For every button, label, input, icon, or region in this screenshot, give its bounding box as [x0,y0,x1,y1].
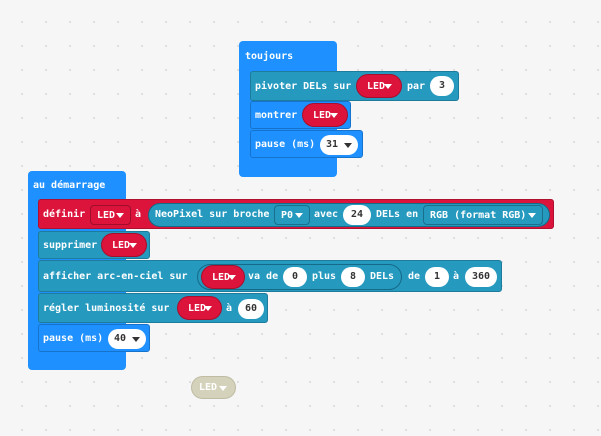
range-length-input[interactable]: 8 [341,267,365,287]
pin-dropdown[interactable]: P0 [274,205,310,225]
chevron-down-icon [295,213,303,218]
brightness-to-label: à [226,303,233,314]
rotate-leds-label: pivoter DELs sur [255,81,352,92]
rotate-led-variable-dropdown[interactable]: LED [356,74,402,98]
brightness-led-variable-dropdown[interactable]: LED [177,296,222,320]
hue-start-input[interactable]: 1 [425,267,449,287]
pin-value: P0 [281,209,294,221]
range-plus-label: plus [312,271,337,282]
show-block[interactable]: montrer LED [250,101,351,129]
pause-label-forever: pause (ms) [255,139,316,150]
rainbow-label: afficher arc-en-ciel sur [43,271,188,282]
chevron-down-icon [344,143,352,148]
range-start-input[interactable]: 0 [283,267,307,287]
on-start-block-title: au démarrage [33,180,106,191]
show-label: montrer [255,110,298,121]
chevron-down-icon [384,84,392,89]
clear-block[interactable]: supprimer LED [38,231,150,259]
set-to-label: à [135,209,142,220]
pause-block-start[interactable]: pause (ms) 40 [38,324,150,352]
chevron-down-icon [219,386,227,391]
chevron-down-icon [116,213,124,218]
set-variable-block[interactable]: définir LED à NeoPixel sur broche P0 ave… [38,199,554,229]
neopixel-pin-label: NeoPixel sur broche [155,209,270,220]
chevron-down-icon [129,243,137,248]
pause-block-forever[interactable]: pause (ms) 31 [250,130,363,158]
range-from-label: va de [248,271,279,282]
rainbow-led-variable-label: LED [212,271,231,283]
chevron-down-icon [528,213,536,218]
stray-led-variable-block[interactable]: LED [191,376,236,399]
pause-duration-dropdown-forever[interactable]: 31 [320,135,358,155]
color-mode-value: RGB (format RGB) [430,209,527,221]
hue-to-label: à [453,271,460,282]
clear-led-variable-dropdown[interactable]: LED [101,233,147,257]
clear-led-variable-label: LED [112,239,131,251]
rotate-led-variable-label: LED [367,80,386,92]
chevron-down-icon [228,275,236,280]
pause-duration-dropdown-start[interactable]: 40 [108,329,146,349]
hue-end-input[interactable]: 360 [465,267,497,287]
rotate-by-label: par [407,81,426,92]
forever-block-title: toujours [245,51,294,62]
chevron-down-icon [204,306,212,311]
pause-duration-value-forever: 31 [326,139,339,150]
color-mode-dropdown[interactable]: RGB (format RGB) [423,205,543,225]
stray-led-variable-label: LED [199,382,218,393]
brightness-value-input[interactable]: 60 [238,299,264,319]
chevron-down-icon [330,113,338,118]
pause-duration-value-start: 40 [114,333,127,344]
leds-in-label: DELs en [376,209,419,220]
set-label: définir [43,209,86,220]
show-rainbow-block[interactable]: afficher arc-en-ciel sur LED va de 0 plu… [38,260,502,292]
brightness-label: régler luminosité sur [43,303,170,314]
led-count-input[interactable]: 24 [343,205,371,225]
pause-label-start: pause (ms) [43,333,104,344]
hue-from-label: de [408,271,421,282]
clear-label: supprimer [43,240,98,251]
rotate-amount-input[interactable]: 3 [430,76,454,96]
range-leds-label: DELs [370,271,395,282]
brightness-led-variable-label: LED [188,302,207,314]
rotate-leds-block[interactable]: pivoter DELs sur LED par 3 [250,71,459,101]
set-led-variable-dropdown[interactable]: LED [90,205,131,225]
show-led-variable-label: LED [313,109,332,121]
rainbow-led-variable-dropdown[interactable]: LED [201,265,245,289]
set-brightness-block[interactable]: régler luminosité sur LED à 60 [38,293,268,323]
show-led-variable-dropdown[interactable]: LED [302,103,348,127]
chevron-down-icon [132,337,140,342]
set-led-variable-label: LED [97,209,116,221]
with-label: avec [314,209,339,220]
